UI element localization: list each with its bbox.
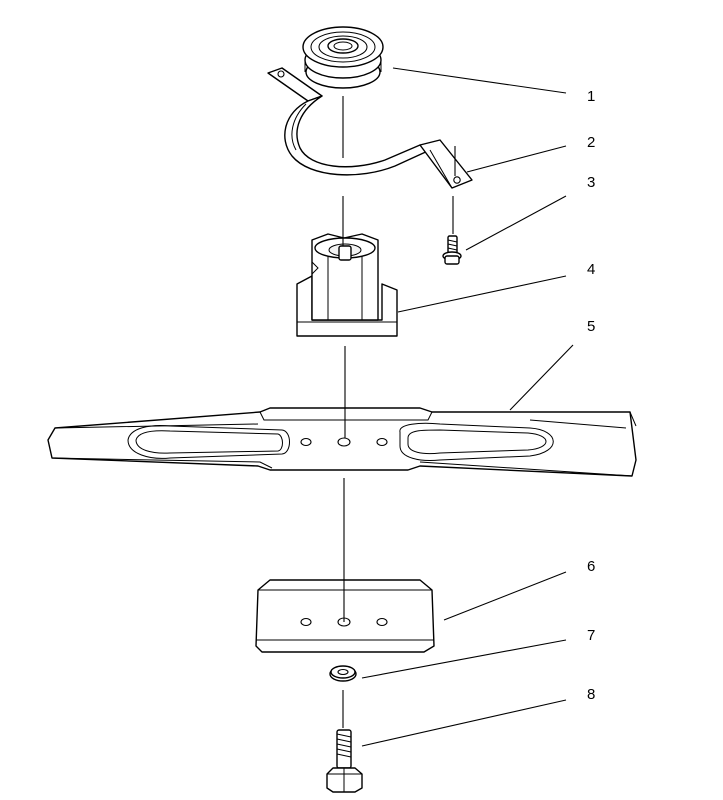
callout-6: 6 — [587, 558, 595, 575]
leader-line-6 — [443, 571, 567, 621]
callout-3: 3 — [587, 174, 595, 191]
callout-1: 1 — [587, 88, 595, 105]
pulley-bracket — [267, 67, 473, 189]
leader-line-3 — [465, 195, 567, 251]
leader-line-2 — [466, 145, 567, 173]
callout-4: 4 — [587, 261, 595, 278]
leader-line-5 — [509, 344, 574, 411]
callout-8: 8 — [587, 686, 595, 703]
blade-stiffener — [255, 579, 435, 653]
bracket-screw — [442, 235, 462, 265]
leader-line-7 — [361, 639, 567, 679]
callout-labels: 1 2 3 4 5 6 7 8 — [587, 88, 595, 703]
leader-line-5b — [529, 419, 627, 429]
leader-line-4 — [397, 275, 567, 313]
assembly-axis — [342, 96, 456, 728]
leader-line-8 — [361, 699, 567, 747]
leader-lines — [361, 67, 627, 747]
washer — [329, 665, 357, 682]
callout-2: 2 — [587, 134, 595, 151]
leader-line-1 — [392, 67, 567, 94]
blade-bolt — [326, 729, 363, 793]
mower-blade — [47, 407, 637, 477]
callout-7: 7 — [587, 627, 595, 644]
blade-adapter — [296, 233, 398, 337]
callout-5: 5 — [587, 318, 595, 335]
idler-pulley — [302, 26, 384, 89]
